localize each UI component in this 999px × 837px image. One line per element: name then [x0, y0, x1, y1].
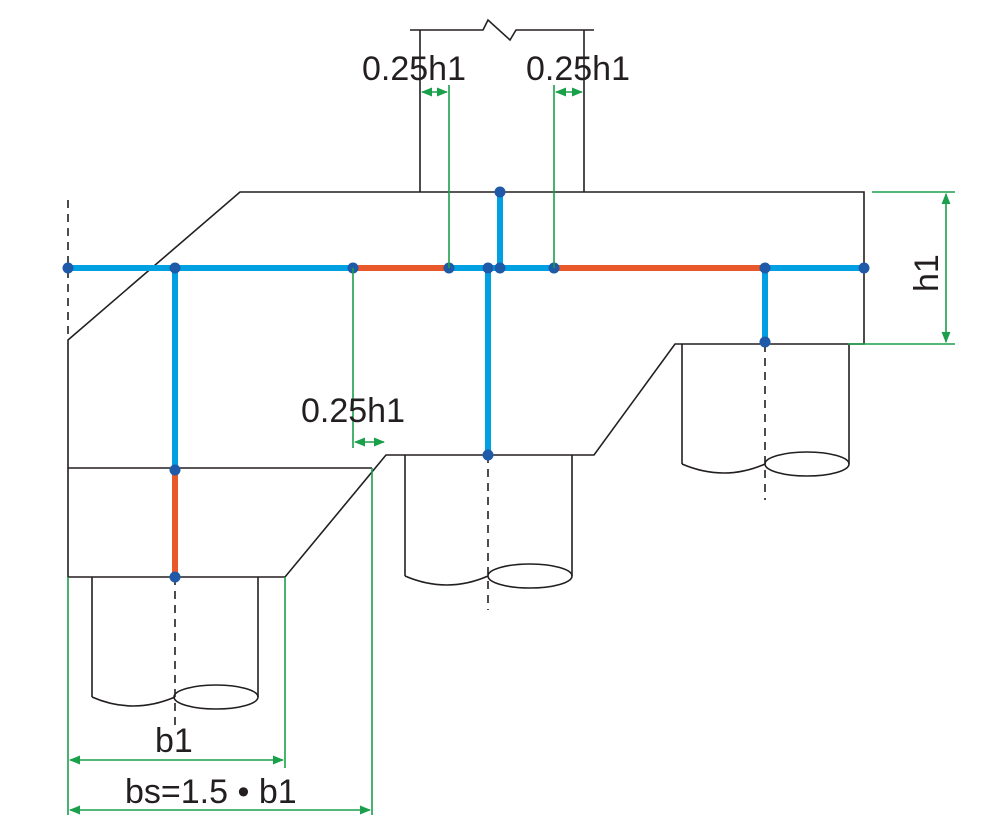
node — [169, 262, 181, 274]
label-pile-offset: 0.25h1 — [301, 392, 405, 430]
dimension-col-offset-right: 0.25h1 — [526, 50, 630, 268]
node — [169, 464, 181, 476]
node — [494, 262, 506, 274]
column-stub — [410, 18, 594, 192]
rigid-links — [68, 192, 864, 470]
node — [482, 449, 494, 461]
pile-cap-outline — [67, 191, 865, 578]
node — [759, 336, 771, 348]
node — [858, 262, 870, 274]
dimension-col-offset-left: 0.25h1 — [362, 50, 466, 268]
pile-right — [681, 344, 850, 500]
dimension-height: h1 — [848, 191, 955, 345]
flexible-segments — [172, 265, 765, 577]
node — [62, 262, 74, 274]
node — [759, 262, 771, 274]
dimension-effective-width: bs=1.5 • b1 — [68, 468, 373, 815]
node — [169, 571, 181, 583]
label-effective-width: bs=1.5 • b1 — [125, 773, 297, 811]
nodes — [62, 186, 870, 583]
label-pile-width: b1 — [155, 722, 193, 760]
label-col-offset-right: 0.25h1 — [526, 50, 630, 88]
dimension-pile-width: b1 — [67, 577, 286, 815]
pile-middle — [404, 455, 573, 610]
dimension-pile-offset: 0.25h1 — [301, 268, 405, 448]
pile-left — [91, 577, 259, 730]
node — [494, 186, 506, 198]
label-col-offset-left: 0.25h1 — [362, 50, 466, 88]
label-height: h1 — [908, 254, 946, 292]
node — [482, 262, 494, 274]
